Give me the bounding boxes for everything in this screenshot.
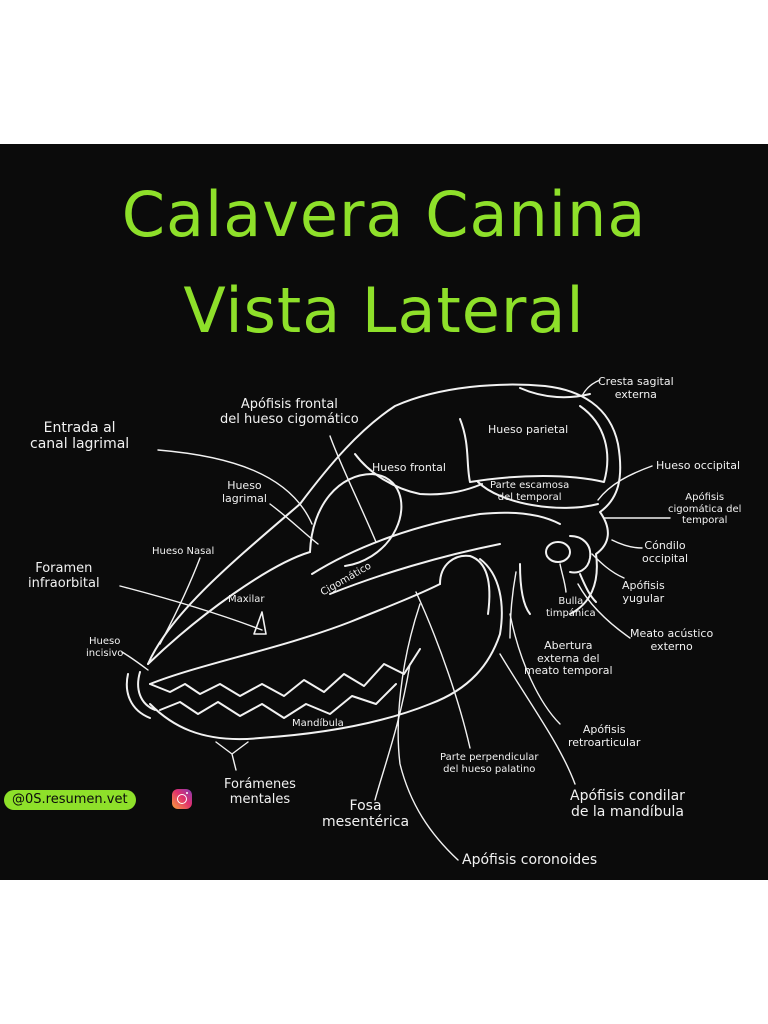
- label-apofisis-frontal: Apófisis frontal del hueso cigomático: [220, 397, 359, 427]
- tympanic-bulla: [545, 541, 571, 563]
- instagram-icon[interactable]: [172, 789, 192, 809]
- label-cresta-sagital: Cresta sagital externa: [598, 375, 674, 401]
- title-line-1: Calavera Canina: [121, 178, 647, 251]
- label-parte-escamosa: Parte escamosa del temporal: [490, 480, 570, 503]
- label-hueso-nasal: Hueso Nasal: [152, 546, 215, 557]
- lower-teeth: [159, 683, 397, 719]
- label-parte-perpendicular: Parte perpendicular del hueso palatino: [440, 752, 539, 775]
- jugular-process: [579, 573, 597, 603]
- orbit: [309, 473, 403, 567]
- coronoid-process: [439, 554, 491, 615]
- label-apofisis-cigomatica-temporal: Apófisis cigomática del temporal: [668, 492, 742, 526]
- zygomatic-arch: [311, 511, 561, 575]
- frontal-suture: [354, 453, 483, 496]
- label-entrada-canal-lagrimal: Entrada al canal lagrimal: [30, 420, 130, 453]
- label-apofisis-coronoides: Apófisis coronoides: [462, 852, 598, 868]
- skull-outline: [147, 383, 622, 665]
- label-apofisis-yugular: Apófisis yugular: [622, 579, 665, 605]
- label-hueso-parietal: Hueso parietal: [488, 423, 569, 436]
- occipital-region: [569, 535, 592, 574]
- incisors: [125, 671, 156, 719]
- label-fosa-mesenterica: Fosa mesentérica: [322, 798, 410, 831]
- zygomatic-lower: [329, 543, 501, 595]
- skull-illustration: [119, 379, 671, 861]
- label-hueso-incisivo: Hueso incisivo: [86, 636, 124, 659]
- label-hueso-occipital: Hueso occipital: [656, 459, 740, 472]
- diagram-board: Calavera Canina Vista Lateral: [0, 144, 768, 880]
- leader-lines: [119, 379, 671, 861]
- label-bulla-timpanica: Bulla timpánica: [546, 596, 596, 619]
- label-apofisis-condilar: Apófisis condilar de la mandíbula: [570, 788, 685, 821]
- retroarticular: [519, 563, 531, 615]
- label-hueso-lagrimal: Hueso lagrimal: [222, 479, 267, 505]
- label-foramen-infraorbital: Foramen infraorbital: [28, 561, 100, 591]
- sagittal-crest-line: [519, 387, 591, 399]
- label-abertura-meato: Abertura externa del meato temporal: [524, 639, 613, 678]
- label-foramenes-mentales: Forámenes mentales: [224, 777, 296, 807]
- squamous-outline: [477, 481, 599, 509]
- label-hueso-frontal: Hueso frontal: [372, 461, 446, 474]
- label-apofisis-retroarticular: Apófisis retroarticular: [568, 723, 641, 749]
- label-meato-acustico: Meato acústico externo: [630, 627, 714, 653]
- foramen-marker: [253, 611, 267, 635]
- parietal-outline: [459, 405, 609, 483]
- maxilla-lower: [149, 583, 441, 685]
- title-line-2: Vista Lateral: [183, 274, 585, 347]
- nasal-line: [147, 551, 311, 665]
- mandible-outline: [149, 558, 503, 740]
- label-maxilar: Maxilar: [228, 594, 265, 605]
- author-handle[interactable]: @0S.resumen.vet: [4, 790, 136, 810]
- label-condilo-occipital: Cóndilo occipital: [642, 539, 689, 565]
- label-mandibula: Mandíbula: [292, 718, 344, 729]
- upper-teeth: [149, 648, 421, 697]
